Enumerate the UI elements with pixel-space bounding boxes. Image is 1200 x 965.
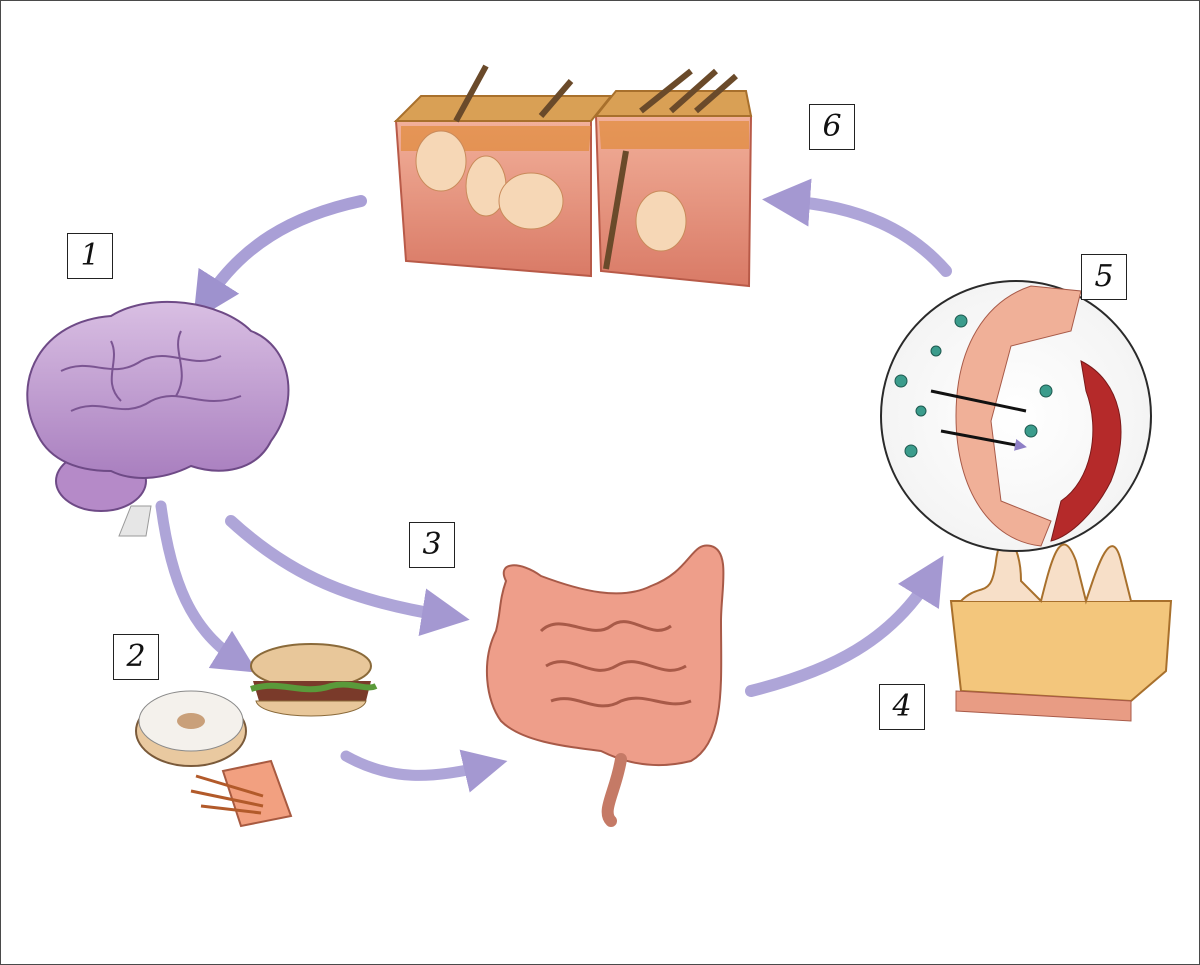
gut-lining-illustration — [880, 280, 1173, 722]
arrow-lining-to-skin — [762, 178, 952, 277]
step-label-5: 5 — [1081, 254, 1127, 300]
food-illustration — [135, 643, 378, 828]
step-label-2: 2 — [113, 634, 159, 680]
step-label-6: 6 — [809, 104, 855, 150]
arrow-brain-to-gut — [225, 515, 470, 636]
arrow-brain-to-food — [155, 500, 258, 673]
arrow-food-to-gut — [340, 749, 508, 793]
skin-illustration — [393, 64, 753, 288]
brain-illustration — [26, 300, 290, 537]
arrow-skin-to-brain — [193, 195, 367, 322]
arrow-gut-to-lining — [745, 555, 944, 697]
step-label-4: 4 — [879, 684, 925, 730]
step-label-1: 1 — [67, 233, 113, 279]
cycle-arrows — [155, 178, 952, 793]
step-label-3: 3 — [409, 522, 455, 568]
intestine-illustration — [485, 544, 725, 827]
